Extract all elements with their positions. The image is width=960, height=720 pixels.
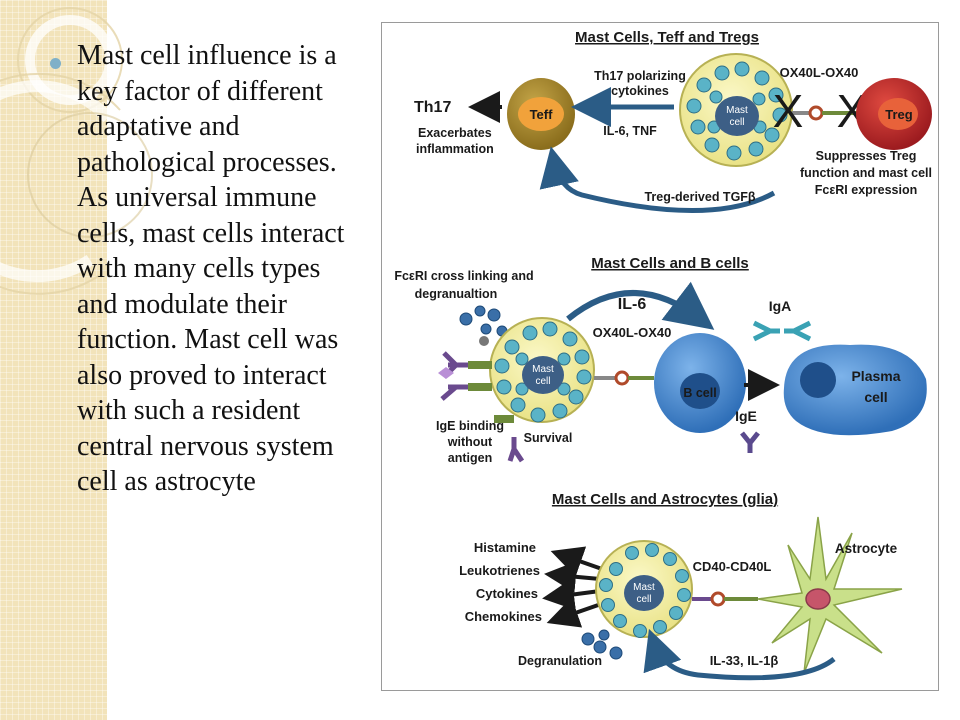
b-cell: B cell bbox=[654, 333, 746, 433]
mast-cell-1: Mast cell bbox=[679, 53, 793, 167]
bullet-item: Mast cell influence is a key factor of d… bbox=[50, 38, 362, 500]
mediator-arrows bbox=[542, 546, 605, 628]
mast-cell-interaction-figure: Mast Cells, Teff and Tregs Teff Th17 Exa… bbox=[381, 22, 939, 691]
treg-label: Treg bbox=[885, 107, 913, 122]
degranulation-particles-3 bbox=[581, 629, 623, 660]
degranulation-particles-2 bbox=[459, 305, 508, 337]
th17-label: Th17 bbox=[414, 99, 451, 116]
plasma-cell: Plasma cell bbox=[783, 344, 927, 436]
il6-tnf-label: IL-6, TNF bbox=[603, 124, 657, 138]
mast2-label-line2: cell bbox=[535, 376, 550, 387]
mast1-label-line1: Mast bbox=[726, 105, 748, 116]
panel3-title: Mast Cells and Astrocytes (glia) bbox=[552, 491, 778, 508]
il6-label: IL-6 bbox=[618, 296, 647, 313]
mast-cell-3: Mast cell bbox=[595, 540, 693, 638]
fceri-line1: FcεRI cross linking and bbox=[394, 269, 533, 283]
fceri-line2: degranualtion bbox=[415, 287, 498, 301]
il33-label: IL-33, IL-1β bbox=[710, 653, 779, 668]
mediator-leukotrienes: Leukotrienes bbox=[459, 563, 540, 578]
mast1-label-line2: cell bbox=[729, 117, 744, 128]
treg-cell: Treg bbox=[856, 78, 932, 150]
mediator-histamine: Histamine bbox=[474, 540, 536, 555]
ox40-label-2: OX40L-OX40 bbox=[593, 325, 672, 340]
ox40-receptor-2 bbox=[594, 370, 654, 386]
bcell-label: B cell bbox=[683, 386, 716, 400]
particle-grey bbox=[479, 336, 489, 346]
cd40-receptor bbox=[692, 591, 758, 607]
bullet-icon bbox=[50, 58, 61, 69]
tgfb-arrow bbox=[539, 146, 776, 213]
plasma-label-line1: Plasma bbox=[851, 368, 900, 384]
mast2-label-line1: Mast bbox=[532, 364, 554, 375]
teff-label: Teff bbox=[530, 107, 554, 122]
il6-arrow bbox=[566, 281, 715, 330]
exacerbates-line1: Exacerbates bbox=[418, 126, 492, 140]
bullet-text: Mast cell influence is a key factor of d… bbox=[77, 40, 345, 497]
exacerbates-line2: inflammation bbox=[416, 142, 494, 156]
suppresses-line2: function and mast cell bbox=[800, 166, 932, 180]
figure-diagram: Mast Cells, Teff and Tregs Teff Th17 Exa… bbox=[394, 29, 932, 681]
panel1-title: Mast Cells, Teff and Tregs bbox=[575, 29, 759, 46]
ige-binding-line2: without bbox=[447, 435, 493, 449]
suppresses-line3: FcεRI expression bbox=[815, 183, 918, 197]
iga-label: IgA bbox=[769, 298, 792, 314]
x-mark-1: X bbox=[773, 85, 804, 137]
ige-binding-line1: IgE binding bbox=[436, 419, 504, 433]
suppresses-line1: Suppresses Treg bbox=[816, 149, 917, 163]
il33-arrow bbox=[643, 628, 836, 681]
mediator-chemokines: Chemokines bbox=[465, 609, 542, 624]
ige-antibody bbox=[740, 431, 760, 453]
treg-tgfb-label: Treg-derived TGFβ bbox=[644, 190, 755, 204]
plasma-label-line2: cell bbox=[864, 389, 887, 405]
panel2-title: Mast Cells and B cells bbox=[591, 255, 749, 272]
ox40-receptor-1 bbox=[792, 105, 862, 121]
mast-cell-2: Mast cell bbox=[489, 317, 595, 423]
astrocyte-cell bbox=[757, 516, 903, 674]
teff-cell: Teff bbox=[507, 78, 575, 150]
astrocyte-label: Astrocyte bbox=[835, 541, 898, 556]
mast3-label-line2: cell bbox=[636, 594, 651, 605]
ige-receptors bbox=[438, 351, 525, 463]
mast3-label-line1: Mast bbox=[633, 582, 655, 593]
iga-antibodies bbox=[752, 320, 812, 342]
survival-label: Survival bbox=[524, 431, 573, 445]
degranulation-label: Degranulation bbox=[518, 654, 602, 668]
mediator-cytokines: Cytokines bbox=[476, 586, 538, 601]
ox40-label-1: OX40L-OX40 bbox=[780, 65, 859, 80]
th17-polarizing-line1: Th17 polarizing bbox=[594, 69, 686, 83]
ige-binding-line3: antigen bbox=[448, 451, 492, 465]
ige-label: IgE bbox=[735, 408, 757, 424]
th17-polarizing-line2: cytokines bbox=[611, 84, 669, 98]
cd40-label: CD40-CD40L bbox=[693, 559, 772, 574]
